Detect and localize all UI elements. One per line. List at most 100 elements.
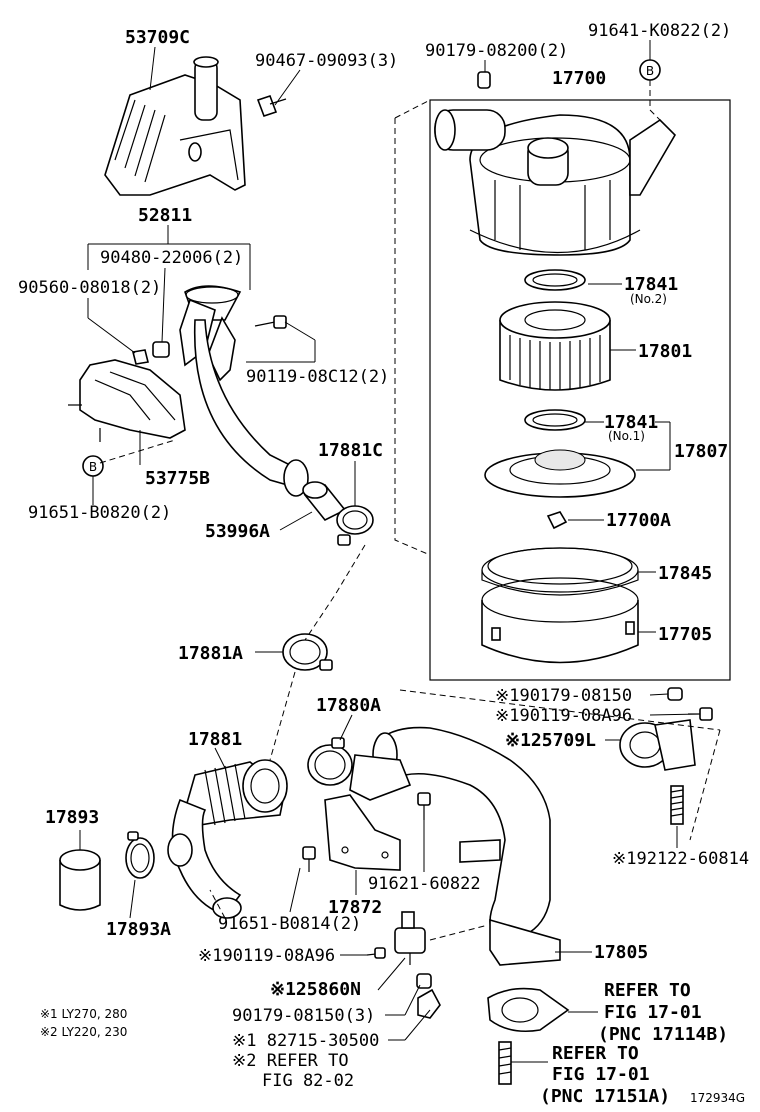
label-17700A: 17700A [606, 510, 671, 531]
nut-90179-08200 [477, 71, 491, 89]
label-90560: 90560-08018(2) [18, 278, 161, 298]
gasket-ref-17114B [487, 987, 570, 1033]
dash-line-1 [394, 99, 431, 119]
label-90119-08A96-top: ※190119-08A96 [495, 706, 632, 726]
label-53996A: 53996A [205, 521, 270, 542]
cap-17807 [484, 449, 636, 498]
label-17705: 17705 [658, 624, 712, 645]
label-53709C: 53709C [125, 27, 190, 48]
nut-90179-08150-3 [416, 973, 432, 989]
label-17807: 17807 [674, 441, 728, 462]
clip-17700A [546, 511, 568, 530]
bolt-91621 [417, 792, 431, 820]
clamp-17893A [125, 831, 155, 879]
note-1: ※1 LY270, 280 [40, 1007, 127, 1021]
nut-90480 [152, 341, 170, 358]
label-refer-17114B-b: FIG 17-01 [604, 1002, 702, 1023]
clamp-17881C [336, 505, 374, 546]
label-90467: 90467-09093(3) [255, 51, 398, 71]
label-17880A: 17880A [316, 695, 381, 716]
dash-line-2 [394, 118, 431, 556]
label-refer-17151A-a: REFER TO [552, 1043, 639, 1064]
dash-line-5 [399, 689, 721, 731]
vsv-25709L [619, 719, 696, 771]
clamp-17881A [282, 633, 333, 671]
label-17841-no2-sub: (No.2) [630, 292, 667, 306]
dash-line-10 [209, 889, 226, 919]
hose-17881 [167, 759, 288, 919]
reference-circle-b-left: B [82, 455, 104, 477]
bracket-53775B [68, 359, 186, 442]
label-91641: 91641-K0822(2) [588, 21, 731, 41]
bolt-91651-B0814 [302, 846, 316, 872]
figure-id: 172934G [690, 1091, 745, 1105]
label-90119-08C12: 90119-08C12(2) [246, 367, 389, 387]
hose-53996A [302, 481, 347, 522]
label-refer-82-02-a: ※2 REFER TO [232, 1051, 349, 1071]
label-refer-17114B-a: REFER TO [604, 980, 691, 1001]
label-17700: 17700 [552, 68, 606, 89]
label-90119-08A96-lower: ※190119-08A96 [198, 946, 335, 966]
label-17881: 17881 [188, 729, 242, 750]
leader-lines [79, 40, 701, 1063]
label-17872: 17872 [328, 897, 382, 918]
bolt-90119-08C12 [254, 315, 287, 329]
air-cleaner-housing-17700 [434, 109, 677, 256]
label-91621: 91621-60822 [368, 874, 481, 894]
label-17841-no1: 17841 [604, 412, 658, 433]
label-90179-08200: 90179-08200(2) [425, 41, 568, 61]
bracket-17872 [324, 794, 401, 871]
gasket-17841-no1 [524, 409, 586, 431]
label-17893: 17893 [45, 807, 99, 828]
dash-line-9 [429, 924, 489, 941]
label-90179-08150-top: ※190179-08150 [495, 686, 632, 706]
label-92122: ※192122-60814 [612, 849, 749, 869]
intake-duct-17805 [349, 726, 561, 966]
stud-92122 [670, 785, 684, 825]
cap-17893 [59, 849, 101, 911]
dash-line-3 [304, 544, 366, 641]
nut-90560 [132, 349, 149, 365]
label-52811: 52811 [138, 205, 192, 226]
gasket-17841-no2 [524, 269, 586, 291]
label-82715: ※1 82715-30500 [232, 1031, 379, 1051]
filter-element-17801 [499, 301, 611, 391]
case-17705 [481, 577, 639, 664]
svg-text:B: B [89, 460, 97, 474]
intake-cover-53709C [104, 56, 246, 196]
label-17841-no2: 17841 [624, 274, 678, 295]
label-17893A: 17893A [106, 919, 171, 940]
band-17845 [481, 547, 639, 596]
nut-90179-08150-top [667, 687, 683, 701]
dash-line-4 [269, 671, 296, 761]
label-refer-82-02-b: FIG 82-02 [262, 1071, 354, 1091]
dash-line-7 [99, 439, 176, 464]
clamp-17880A [307, 737, 353, 786]
reference-circle-b-top: B [639, 59, 661, 81]
label-refer-17151A-c: (PNC 17151A) [540, 1086, 670, 1107]
label-17841-no1-sub: (No.1) [608, 429, 645, 443]
intake-pipe-bracket-52811 [179, 285, 309, 497]
label-refer-17114B-c: (PNC 17114B) [598, 1024, 728, 1045]
label-17805: 17805 [594, 942, 648, 963]
label-90480: 90480-22006(2) [100, 248, 243, 268]
bolt-90467 [256, 94, 287, 118]
label-91651-B0814: 91651-B0814(2) [218, 914, 361, 934]
label-17881A: 17881A [178, 643, 243, 664]
label-17801: 17801 [638, 341, 692, 362]
label-17845: 17845 [658, 563, 712, 584]
note-2: ※2 LY220, 230 [40, 1025, 127, 1039]
svg-text:B: B [646, 64, 654, 78]
stud-ref-17151A [498, 1041, 512, 1085]
dash-line-6 [649, 80, 661, 121]
dash-line-8 [689, 729, 721, 841]
label-90179-08150-3: 90179-08150(3) [232, 1006, 375, 1026]
label-17881C: 17881C [318, 440, 383, 461]
label-25860N: ※125860N [270, 979, 361, 1000]
label-25709L: ※125709L [505, 730, 596, 751]
assembly-frame-17700 [429, 99, 731, 681]
label-91651-B0820: 91651-B0820(2) [28, 503, 171, 523]
bolt-90119-08A96-lower [366, 947, 386, 959]
label-53775B: 53775B [145, 468, 210, 489]
